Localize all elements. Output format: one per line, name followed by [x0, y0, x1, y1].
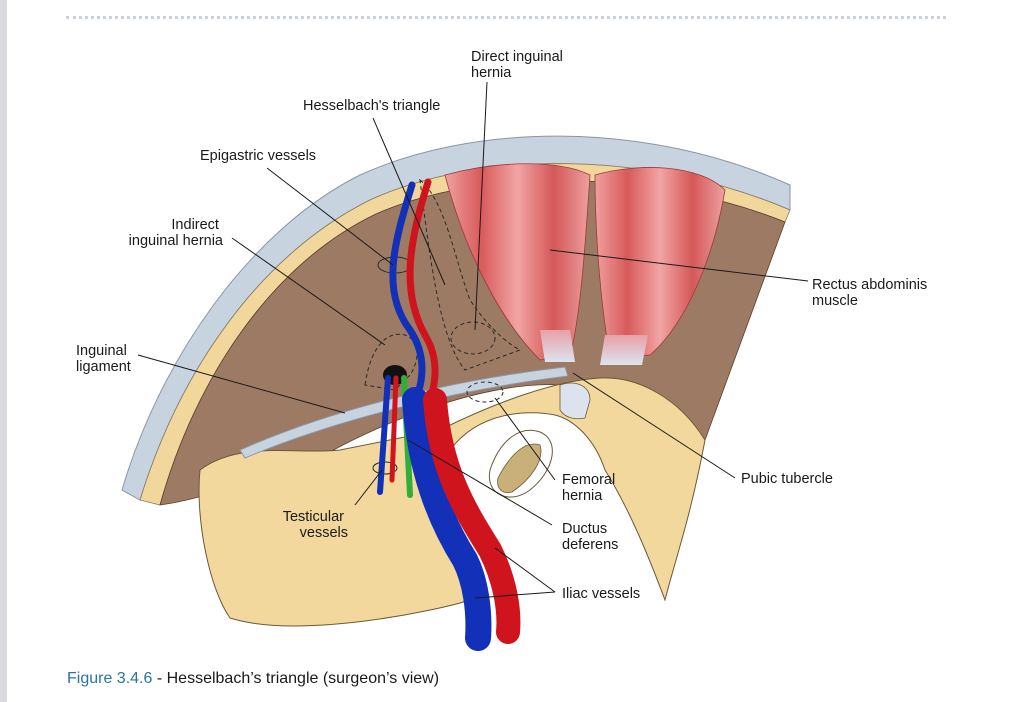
- iliac-vein: [402, 387, 492, 651]
- label-femoral-hernia: Femoral hernia: [562, 472, 619, 504]
- label-indirect-inguinal-hernia: Indirect inguinal hernia: [129, 217, 224, 249]
- label-direct-inguinal-hernia: Direct inguinal hernia: [471, 49, 567, 81]
- pelvic-bone: [198, 377, 706, 627]
- figure-caption: Figure 3.4.6 - Hesselbach’s triangle (su…: [67, 670, 439, 688]
- direct-hernia-outline: [450, 321, 496, 355]
- caption-separator: -: [152, 670, 167, 687]
- label-rectus-abdominis-muscle: Rectus abdominis muscle: [812, 277, 931, 309]
- testicular-artery: [389, 375, 399, 483]
- inguinal-ligament: [239, 366, 569, 459]
- epigastric-artery: [406, 178, 439, 404]
- caption-text: Hesselbach’s triangle (surgeon’s view): [166, 670, 440, 687]
- pubic-symphysis: [559, 382, 591, 420]
- label-testicular-vessels: Testicular vessels: [283, 509, 348, 541]
- label-ductus-deferens: Ductus deferens: [562, 521, 618, 553]
- figure-number: Figure 3.4.6: [67, 670, 153, 687]
- rectus-abdominis-muscles: [444, 163, 726, 365]
- indirect-hernia-outline: [364, 333, 418, 391]
- foramen-inner: [497, 443, 542, 494]
- header-dotted-rule: [66, 16, 946, 19]
- hesselbach-triangle-outline: [419, 178, 522, 371]
- label-pubic-tubercle: Pubic tubercle: [741, 471, 833, 487]
- epigastric-vein: [389, 181, 426, 404]
- page-left-margin-bar: [0, 0, 7, 702]
- label-hesselbachs-triangle: Hesselbach's triangle: [303, 98, 440, 114]
- femoral-hernia-outline: [466, 381, 504, 403]
- testicular-vein: [377, 375, 391, 495]
- label-iliac-vessels: Iliac vessels: [562, 586, 640, 602]
- iliac-artery: [423, 388, 521, 644]
- label-inguinal-ligament: Inguinal ligament: [76, 343, 131, 375]
- leader-lines: [137, 81, 809, 599]
- label-epigastric-vessels: Epigastric vessels: [200, 148, 316, 164]
